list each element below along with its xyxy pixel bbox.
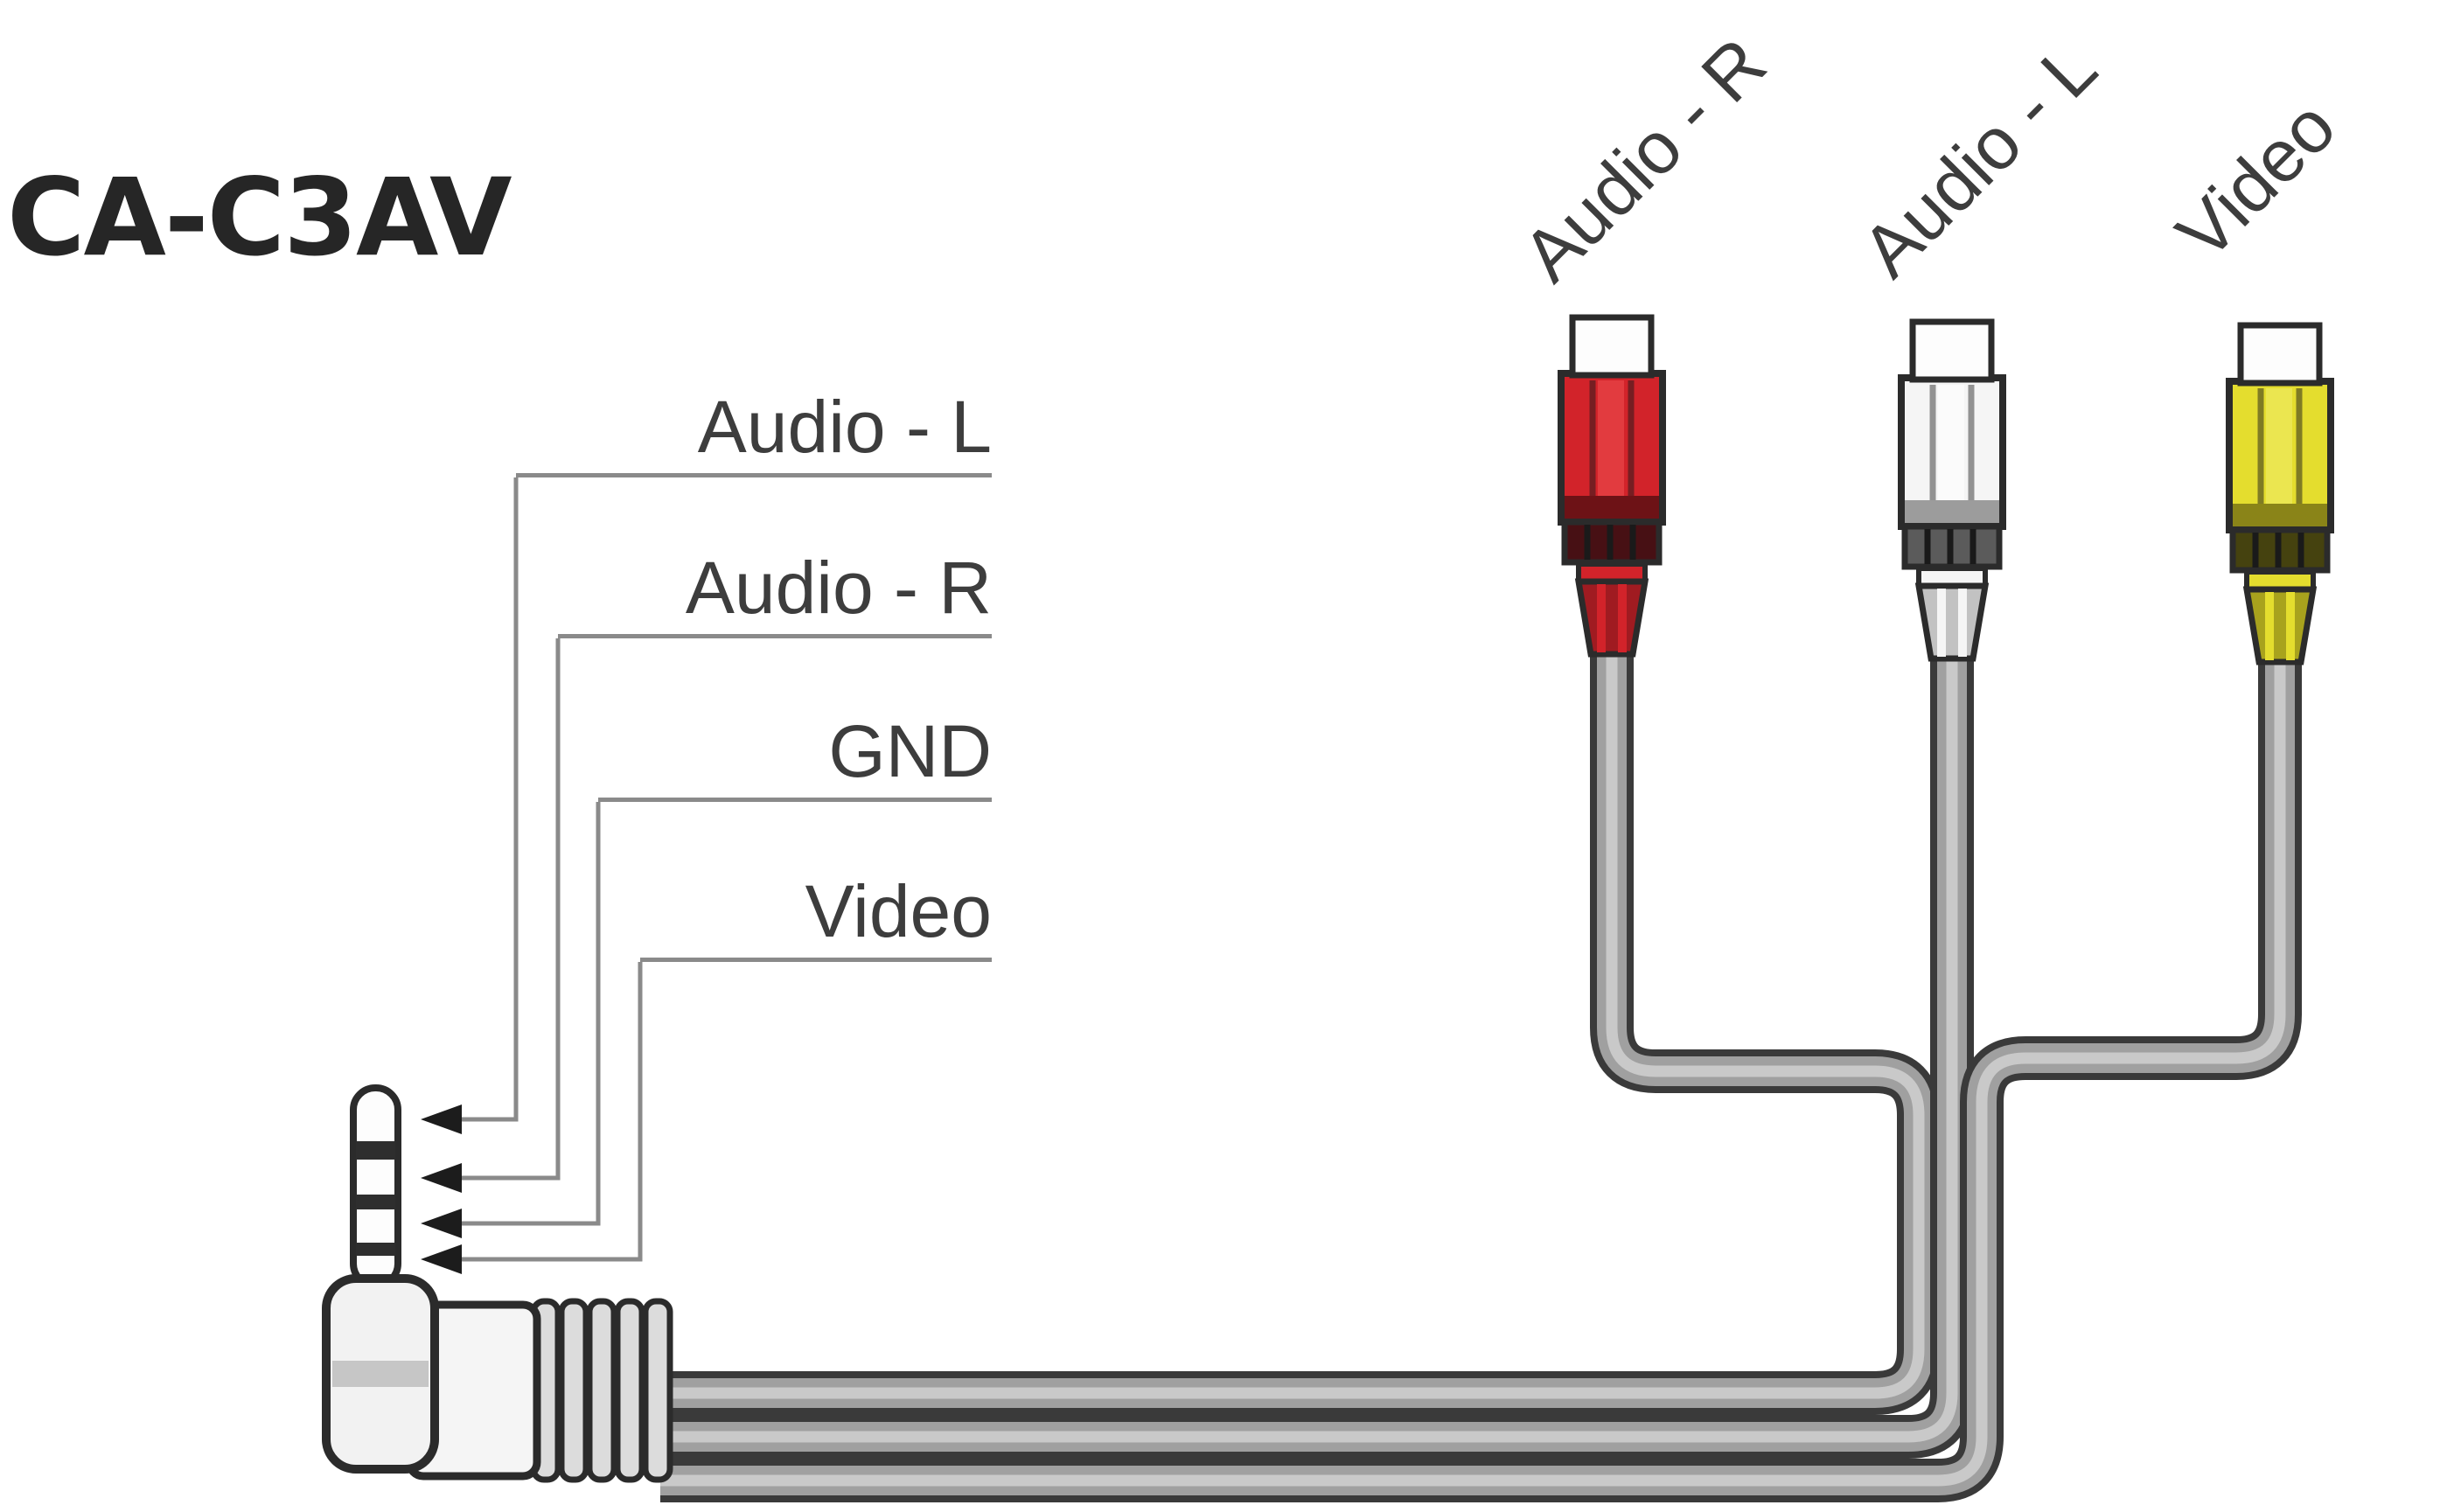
arrow-icon-video: [421, 1244, 462, 1274]
callout-lines: [421, 477, 643, 1274]
pin-label-gnd: GND: [598, 706, 992, 802]
rca-white-ferrule-ribs: [1924, 529, 1976, 564]
pin-label-audio-l: Audio - L: [516, 381, 992, 477]
jack-band-2: [356, 1195, 395, 1209]
rca-white-neck: [1914, 582, 1990, 662]
cables: [660, 612, 2302, 1502]
callout-line-gnd: [459, 802, 601, 1226]
jack-plug: [322, 1084, 673, 1483]
cable-white: [660, 617, 1974, 1459]
pin-label-video: Video: [640, 866, 992, 962]
jack-shaft: [350, 1084, 401, 1289]
rca-yellow-panel-lines: [2257, 388, 2303, 523]
rca-plug-white: [1898, 318, 2006, 662]
rca-yellow-shade: [2233, 504, 2327, 526]
rca-red-shade: [1565, 496, 1659, 519]
rca-white-shade: [1905, 500, 1999, 523]
arrow-icon-gnd: [421, 1209, 462, 1238]
rca-red-highlight: [1598, 380, 1624, 515]
cable-red: [660, 612, 1941, 1415]
callout-line-audio-r: [459, 638, 561, 1181]
rca-yellow-neck-stripes: [2265, 592, 2295, 660]
jack-strain-relief-ribs: [530, 1298, 673, 1483]
rca-yellow-ferrule-ribs: [2252, 533, 2304, 568]
rca-plug-red: [1558, 314, 1666, 658]
cable-yellow: [660, 620, 2302, 1502]
rca-red-panel-lines: [1589, 380, 1635, 515]
page-title: CA-C3AV: [7, 156, 512, 280]
rca-white-highlight: [1938, 385, 1964, 519]
rca-yellow-neck: [2242, 586, 2318, 665]
rca-white-tip: [1909, 318, 1995, 383]
arrow-icon-audio-l: [421, 1104, 462, 1134]
rca-red-neck: [1574, 578, 1649, 658]
rca-white-neck-stripes: [1937, 589, 1967, 657]
rca-red-tip: [1569, 314, 1655, 379]
rca-red-neck-stripes: [1597, 584, 1627, 652]
rca-white-panel-lines: [1929, 385, 1975, 519]
rca-red-ferrule-ribs: [1584, 525, 1636, 560]
jack-band-1: [356, 1141, 395, 1160]
rca-plug-yellow: [2226, 322, 2334, 665]
jack-band-3: [356, 1243, 395, 1256]
rca-yellow-tip: [2237, 322, 2323, 387]
rca-yellow-highlight: [2266, 388, 2292, 523]
callout-line-audio-l: [459, 477, 519, 1122]
callout-line-video: [459, 962, 643, 1262]
pin-label-audio-r: Audio - R: [558, 542, 992, 638]
jack-body-band: [332, 1361, 429, 1387]
arrow-icon-audio-r: [421, 1163, 462, 1193]
